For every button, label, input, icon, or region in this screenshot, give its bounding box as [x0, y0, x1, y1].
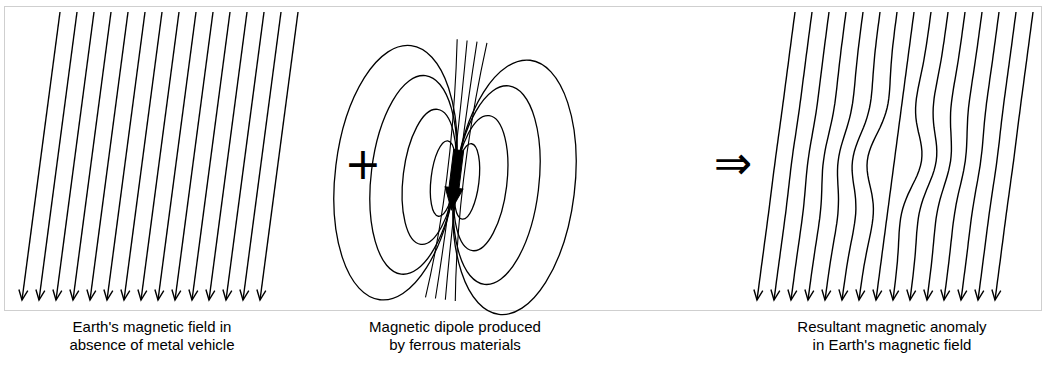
arrow-head — [87, 290, 96, 301]
arrow-head — [172, 290, 181, 301]
field-line — [995, 12, 1033, 300]
field-line — [791, 12, 829, 300]
field-line — [893, 12, 931, 300]
caption: Magnetic dipole produced by ferrous mate… — [330, 318, 580, 354]
field-line — [56, 12, 94, 300]
field-line — [39, 12, 77, 300]
field-line — [90, 12, 128, 300]
field-line — [22, 12, 60, 300]
arrow-head — [189, 290, 198, 301]
arrow-head — [941, 290, 950, 301]
arrow-head — [992, 290, 1001, 301]
arrow-head — [70, 290, 79, 301]
arrow-head — [53, 290, 62, 301]
field-line — [124, 12, 162, 300]
caption: Resultant magnetic anomaly in Earth's ma… — [767, 318, 1017, 354]
implies-arrow: ⇒ — [698, 140, 768, 186]
field-line — [175, 12, 213, 300]
arrow-head — [805, 290, 814, 301]
arrow-head — [36, 290, 45, 301]
arrow-head — [104, 290, 113, 301]
field-line — [774, 12, 812, 300]
axis-line — [443, 41, 477, 299]
field-line — [243, 12, 281, 300]
field-line — [226, 12, 264, 300]
field-line — [73, 12, 111, 300]
anomaly-field — [754, 12, 1033, 300]
caption: Earth's magnetic field in absence of met… — [27, 318, 277, 354]
arrow-head — [924, 290, 933, 301]
dipole-arrow — [442, 149, 467, 211]
plus-sign: + — [338, 142, 388, 186]
field-line — [209, 12, 247, 300]
arrow-head — [257, 290, 266, 301]
field-line — [876, 12, 914, 300]
field-line — [808, 12, 846, 300]
arrow-head — [223, 290, 232, 301]
uniform-field — [19, 12, 298, 300]
field-line — [757, 12, 795, 300]
arrow-head — [873, 290, 882, 301]
field-line — [260, 12, 298, 300]
arrow-head — [839, 289, 848, 300]
field-line — [842, 12, 880, 300]
arrow-head — [958, 290, 967, 301]
dipole-field — [320, 26, 591, 321]
arrow-head — [754, 290, 763, 301]
field-line — [107, 12, 145, 300]
arrow-head — [240, 290, 249, 301]
field-line — [910, 12, 948, 300]
arrow-head — [975, 290, 984, 301]
field-line — [978, 12, 1016, 300]
field-line — [927, 12, 965, 300]
field-line — [961, 12, 999, 300]
dipole-loop — [443, 81, 551, 290]
arrow-head — [19, 290, 28, 301]
field-line — [944, 12, 982, 300]
arrow-head — [138, 290, 147, 301]
arrow-head — [771, 290, 780, 301]
field-line — [141, 12, 179, 300]
field-line — [859, 12, 897, 300]
arrow-head — [822, 290, 831, 301]
arrow-head — [206, 290, 215, 301]
arrow-head — [890, 290, 899, 301]
frame — [5, 7, 1042, 311]
arrow-head — [155, 290, 164, 301]
field-line — [158, 12, 196, 300]
field-line — [192, 12, 230, 300]
field-line — [825, 12, 863, 300]
arrow-head — [788, 290, 797, 301]
arrow-head — [856, 289, 865, 300]
arrow-head — [907, 290, 916, 301]
arrow-head — [121, 290, 130, 301]
